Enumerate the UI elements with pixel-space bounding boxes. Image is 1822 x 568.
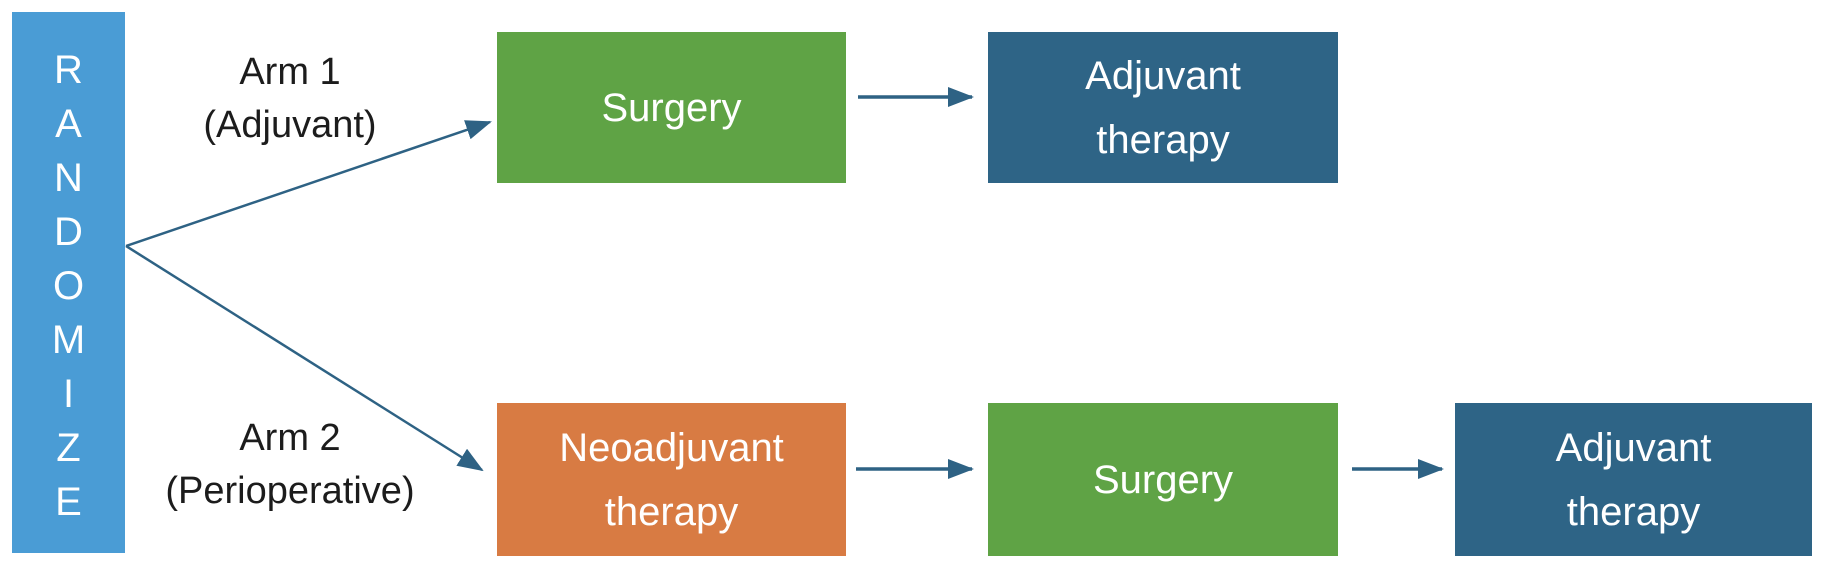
arm2-label-name: Arm 2 (239, 417, 341, 459)
arm2-label-qualifier: (Perioperative) (165, 470, 415, 512)
randomize-letter: D (54, 209, 83, 254)
randomize-letter: I (62, 371, 75, 416)
randomize-letter: R (54, 47, 83, 92)
arm1-label-qualifier: (Adjuvant) (203, 104, 377, 146)
arm2-neoadjuvant-therapy-label-line1: Neoadjuvant (559, 425, 784, 470)
arm2-adjuvant-therapy-label-line2: therapy (1566, 489, 1701, 534)
randomize-letter: Z (56, 425, 81, 470)
arm2-adjuvant-therapy-box: Adjuvant therapy (1455, 403, 1812, 556)
arm2-adjuvant-therapy-label-line1: Adjuvant (1555, 425, 1712, 470)
arm2-surgery-label: Surgery (1092, 457, 1234, 502)
arm1-surgery-label: Surgery (601, 85, 742, 130)
randomize-letter: N (54, 155, 83, 200)
randomize-letter: E (55, 479, 82, 524)
arm1-label: Arm 1 (Adjuvant) (160, 46, 420, 152)
arm2-surgery-box: Surgery (988, 403, 1338, 556)
randomize-letter: O (52, 263, 85, 308)
arm1-adjuvant-therapy-label-line2: therapy (1096, 117, 1230, 162)
arm2-neoadjuvant-therapy-box: Neoadjuvant therapy (497, 403, 846, 556)
randomize-letter: M (51, 317, 86, 362)
randomize-box: R A N D O M I Z E (12, 12, 125, 553)
arm1-adjuvant-therapy-label-line1: Adjuvant (1085, 53, 1241, 98)
randomize-letter: A (55, 101, 82, 146)
arm2-label: Arm 2 (Perioperative) (160, 412, 420, 518)
arm1-adjuvant-therapy-box: Adjuvant therapy (988, 32, 1338, 183)
arm2-neoadjuvant-therapy-label-line2: therapy (604, 489, 739, 534)
arm1-surgery-box: Surgery (497, 32, 846, 183)
arm1-label-name: Arm 1 (239, 51, 341, 93)
